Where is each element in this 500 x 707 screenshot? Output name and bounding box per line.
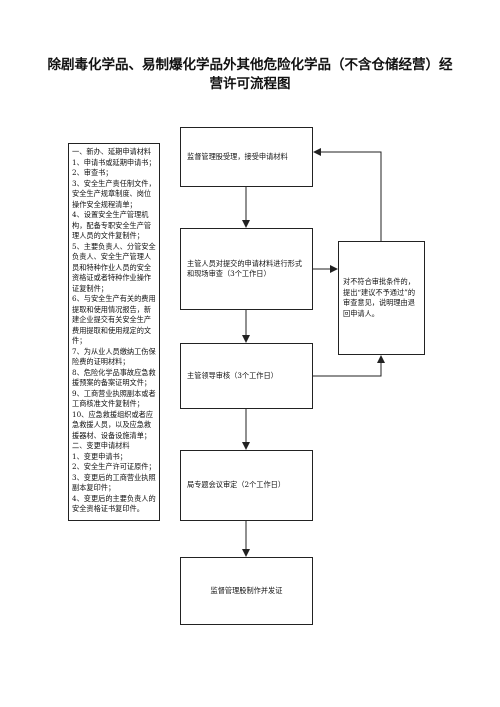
step-reject-box: 对不符合审批条件的，提出“建议不予通过”的审查意见，说明理由退回申请人。 bbox=[338, 241, 425, 355]
materials-item: 1、变更申请书； bbox=[72, 451, 127, 461]
step-accept-text: 监督管理股受理，接受申请材料 bbox=[187, 151, 288, 161]
materials-item: 4、设置安全生产管理机构，配备专职安全生产管理人员的文件复制件； bbox=[72, 210, 152, 240]
materials-item: 4、变更后的主要负责人的安全资格证书复印件。 bbox=[72, 493, 156, 514]
step-meeting-text: 局专题会议审定（2个工作日） bbox=[187, 480, 286, 490]
materials-item: 3、变更后的工商营业执照副本复印件； bbox=[72, 472, 156, 493]
materials-item: 2、安全生产许可证原件； bbox=[72, 462, 156, 471]
arrow-leader-to-reject bbox=[313, 355, 385, 377]
page-title: 除剧毒化学品、易制爆化学品外其他危险化学品（不含仓储经营）经 营许可流程图 bbox=[40, 56, 460, 94]
materials-heading-new: 一、新办、延期申请材料 bbox=[72, 147, 152, 156]
step-meeting-box: 局专题会议审定（2个工作日） bbox=[180, 450, 313, 521]
step-leader-text: 主管领导审核（3个工作日） bbox=[187, 370, 278, 380]
step-issue-text: 监督管理股制作并发证 bbox=[210, 585, 283, 595]
arrow-reject-to-accept bbox=[313, 148, 382, 241]
materials-heading-change: 二、变更申请材料 bbox=[72, 441, 130, 450]
title-line-2: 营许可流程图 bbox=[209, 76, 291, 92]
materials-item: 5、主要负责人、分管安全负责人、安全生产管理人员和特种作业人员的安全资格证或者特… bbox=[72, 241, 156, 293]
step-accept-box: 监督管理股受理，接受申请材料 bbox=[180, 127, 313, 187]
step-review-box: 主管人员对提交的申请材料进行形式和现场审查（3个工作日） bbox=[180, 228, 313, 310]
materials-item: 3、安全生产责任制文件，安全生产规章制度、岗位操作安全规程清单； bbox=[72, 178, 156, 209]
materials-item: 1、申请书或延期申请书； bbox=[72, 157, 156, 167]
materials-item: 6、与安全生产有关的费用提取和使用情况报告，新建企业提交有关安全生产费用提取和使… bbox=[72, 294, 156, 345]
materials-item: 2、审查书； bbox=[72, 168, 113, 177]
step-issue-box: 监督管理股制作并发证 bbox=[180, 557, 313, 625]
materials-item: 9、工商营业执照副本或者工商核准文件复制件； bbox=[72, 388, 156, 409]
title-line-1: 除剧毒化学品、易制爆化学品外其他危险化学品（不含仓储经营）经 bbox=[47, 57, 453, 73]
materials-item: 10、应急救援组织或者应急救援人员，以及应急救援器材、设备设施清单； bbox=[72, 409, 154, 440]
materials-item: 8、危险化学品事故应急救援预案的备案证明文件； bbox=[72, 367, 156, 388]
step-review-text: 主管人员对提交的申请材料进行形式和现场审查（3个工作日） bbox=[187, 258, 303, 279]
step-reject-text: 对不符合审批条件的，提出“建议不予通过”的审查意见，说明理由退回申请人。 bbox=[343, 277, 416, 318]
step-leader-box: 主管领导审核（3个工作日） bbox=[180, 343, 313, 409]
materials-item: 7、为从业人员缴纳工伤保险费的证明材料； bbox=[72, 346, 156, 367]
application-materials-box: 一、新办、延期申请材料 1、申请书或延期申请书； 2、审查书； 3、安全生产责任… bbox=[68, 143, 160, 521]
